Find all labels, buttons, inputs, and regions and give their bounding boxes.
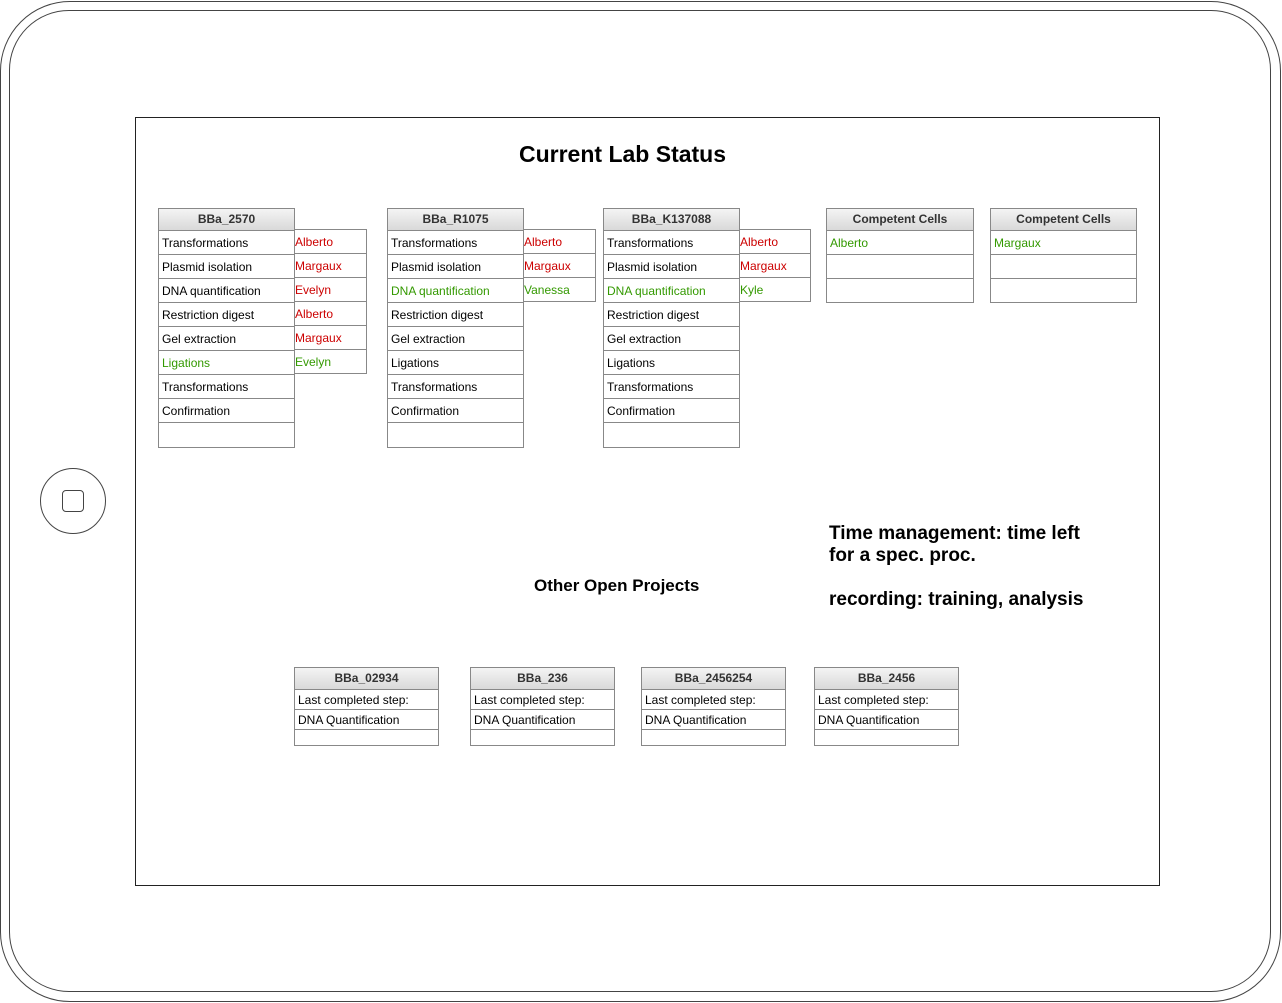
open-project-header[interactable]: BBa_2456254	[642, 668, 785, 690]
project-table: BBa_R1075 Transformations Plasmid isolat…	[387, 208, 524, 448]
open-project-card: BBa_236 Last completed step: DNA Quantif…	[470, 667, 615, 746]
note-line: Time management: time left	[829, 523, 1080, 544]
step-row[interactable]: DNA quantification	[159, 279, 294, 303]
step-row[interactable]: Ligations	[388, 351, 523, 375]
step-row[interactable]: DNA quantification	[604, 279, 739, 303]
assignee-cell[interactable]: Margaux	[740, 254, 810, 278]
assignee-column: Alberto Margaux Kyle	[739, 229, 811, 302]
note-line: for a spec. proc.	[829, 545, 976, 566]
assignee-cell[interactable]: Margaux	[295, 254, 366, 278]
assignee-cell[interactable]: Kyle	[740, 283, 764, 297]
competent-cells-table: Competent Cells Margaux	[990, 208, 1137, 303]
open-project-row	[295, 730, 438, 750]
step-row[interactable]: DNA quantification	[388, 279, 523, 303]
step-row[interactable]: Transformations	[604, 231, 739, 255]
competent-cells-row[interactable]	[991, 255, 1136, 279]
competent-cells-row[interactable]	[827, 279, 973, 303]
open-project-row: Last completed step:	[642, 690, 785, 710]
step-row[interactable]: Gel extraction	[159, 327, 294, 351]
open-project-row: Last completed step:	[295, 690, 438, 710]
open-project-row	[642, 730, 785, 750]
step-row[interactable]: Confirmation	[388, 399, 523, 423]
open-project-header[interactable]: BBa_236	[471, 668, 614, 690]
step-row[interactable]: Transformations	[604, 375, 739, 399]
step-row[interactable]: Confirmation	[159, 399, 294, 423]
project-table: BBa_2570 Transformations Plasmid isolati…	[158, 208, 295, 448]
section-title: Other Open Projects	[534, 576, 700, 595]
open-project-header[interactable]: BBa_2456	[815, 668, 958, 690]
open-project-row	[471, 730, 614, 750]
open-project-row: DNA Quantification	[471, 710, 614, 730]
step-row[interactable]: Confirmation	[604, 399, 739, 423]
assignee-column: Alberto Margaux Vanessa	[523, 229, 596, 302]
step-row[interactable]: Transformations	[388, 375, 523, 399]
assignee-cell[interactable]: Evelyn	[295, 355, 332, 369]
competent-cells-row[interactable]	[991, 279, 1136, 303]
assignee-cell[interactable]: Alberto	[295, 302, 366, 326]
step-row[interactable]: Ligations	[604, 351, 739, 375]
open-project-row: Last completed step:	[471, 690, 614, 710]
project-header[interactable]: BBa_K137088	[604, 209, 739, 231]
step-row[interactable]: Plasmid isolation	[388, 255, 523, 279]
note-line: recording: training, analysis	[829, 589, 1084, 610]
competent-cells-row[interactable]	[827, 255, 973, 279]
step-row[interactable]: Transformations	[388, 231, 523, 255]
project-table: BBa_K137088 Transformations Plasmid isol…	[603, 208, 740, 448]
step-row[interactable]: Gel extraction	[388, 327, 523, 351]
project-header[interactable]: BBa_R1075	[388, 209, 523, 231]
assignee-cell[interactable]: Alberto	[740, 230, 810, 254]
step-row[interactable]: Ligations	[159, 351, 294, 375]
step-row[interactable]: Restriction digest	[388, 303, 523, 327]
step-row[interactable]: Gel extraction	[604, 327, 739, 351]
open-project-row: Last completed step:	[815, 690, 958, 710]
open-project-card: BBa_2456 Last completed step: DNA Quanti…	[814, 667, 959, 746]
competent-cells-table: Competent Cells Alberto	[826, 208, 974, 303]
step-row[interactable]: Plasmid isolation	[604, 255, 739, 279]
step-row[interactable]	[604, 423, 739, 447]
step-row[interactable]: Transformations	[159, 375, 294, 399]
project-header[interactable]: BBa_2570	[159, 209, 294, 231]
step-row[interactable]: Restriction digest	[604, 303, 739, 327]
assignee-cell[interactable]: Alberto	[524, 230, 595, 254]
assignee-cell[interactable]: Margaux	[295, 326, 366, 350]
assignee-cell[interactable]: Evelyn	[295, 278, 366, 302]
step-row[interactable]	[159, 423, 294, 447]
competent-cells-header[interactable]: Competent Cells	[827, 209, 973, 231]
home-button[interactable]	[40, 468, 106, 534]
step-row[interactable]	[388, 423, 523, 447]
open-project-card: BBa_02934 Last completed step: DNA Quant…	[294, 667, 439, 746]
home-square-icon	[62, 490, 84, 512]
step-row[interactable]: Restriction digest	[159, 303, 294, 327]
step-row[interactable]: Plasmid isolation	[159, 255, 294, 279]
competent-cells-row[interactable]: Alberto	[827, 231, 973, 255]
open-project-row: DNA Quantification	[295, 710, 438, 730]
competent-cells-row[interactable]: Margaux	[991, 231, 1136, 255]
step-row[interactable]: Transformations	[159, 231, 294, 255]
open-project-row: DNA Quantification	[815, 710, 958, 730]
page-title: Current Lab Status	[519, 141, 727, 167]
competent-cells-header[interactable]: Competent Cells	[991, 209, 1136, 231]
assignee-cell[interactable]: Vanessa	[524, 283, 570, 297]
assignee-cell[interactable]: Alberto	[295, 230, 366, 254]
tablet-bezel	[9, 10, 1271, 992]
open-project-card: BBa_2456254 Last completed step: DNA Qua…	[641, 667, 786, 746]
assignee-column: Alberto Margaux Evelyn Alberto Margaux E…	[294, 229, 367, 374]
open-project-row: DNA Quantification	[642, 710, 785, 730]
assignee-cell[interactable]: Margaux	[524, 254, 595, 278]
open-project-header[interactable]: BBa_02934	[295, 668, 438, 690]
open-project-row	[815, 730, 958, 750]
